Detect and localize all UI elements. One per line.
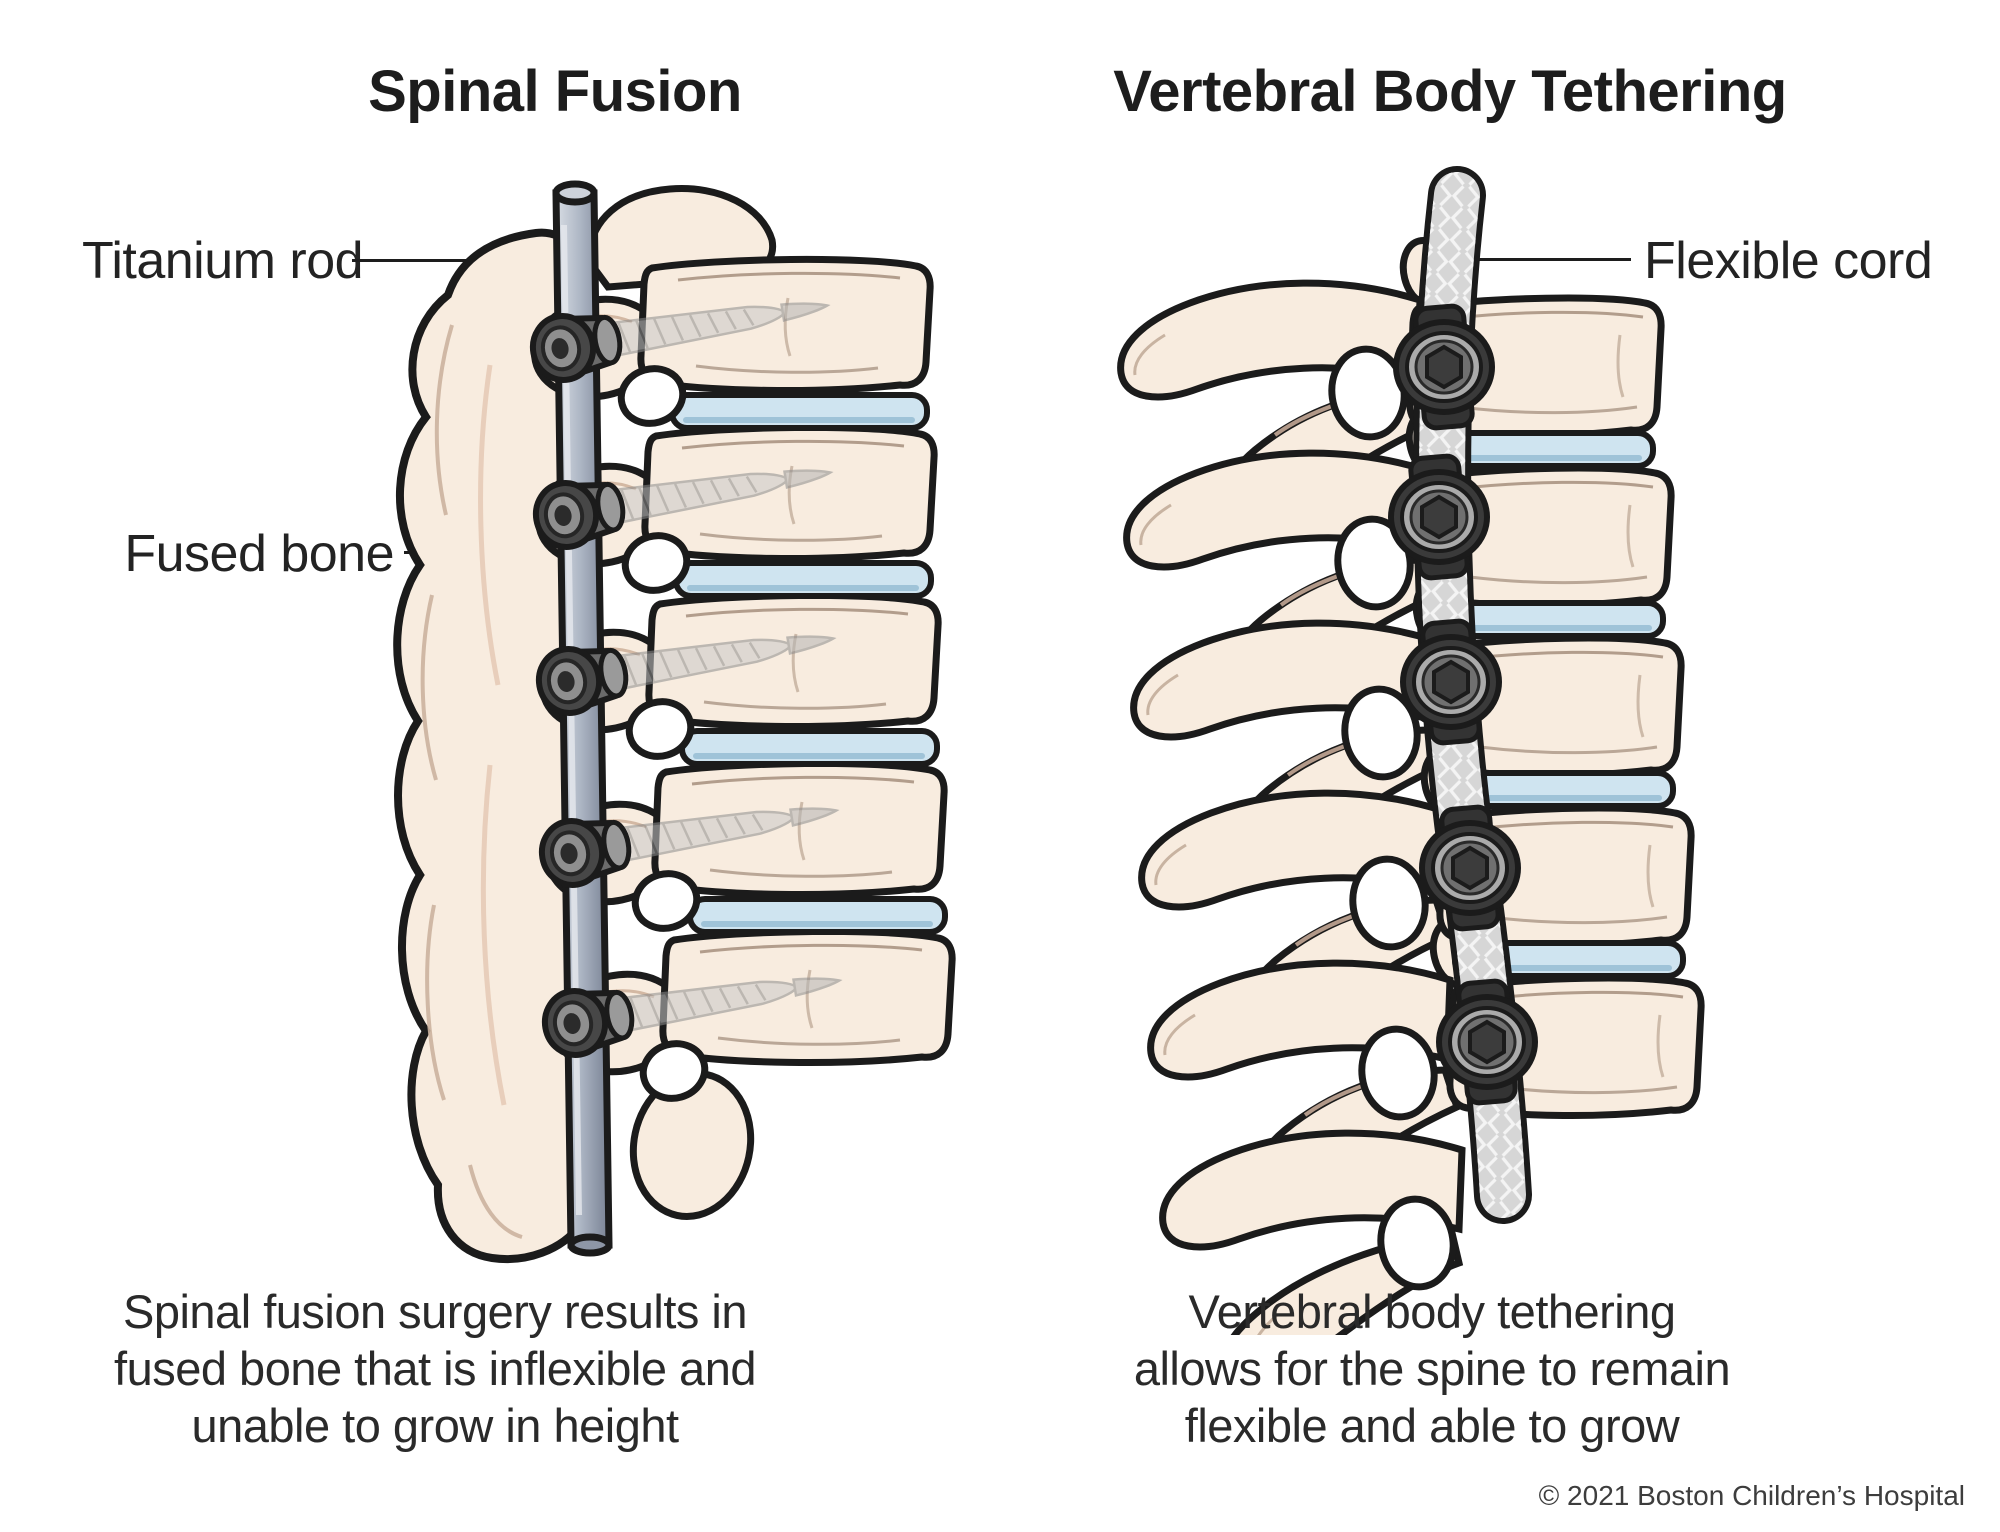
- fused-bone-label: Fused bone: [124, 525, 394, 583]
- titanium-rod-leader-line: [352, 259, 562, 262]
- copyright-notice: © 2021 Boston Children’s Hospital: [1538, 1480, 1965, 1511]
- caption-line: Spinal fusion surgery results in: [122, 1285, 748, 1338]
- left-panel-caption: Spinal fusion surgery results in fused b…: [55, 1283, 815, 1454]
- flexible-cord-leader-line: [1477, 258, 1631, 261]
- titanium-rod-label: Titanium rod: [82, 232, 364, 290]
- caption-line: Vertebral body tethering: [1188, 1285, 1676, 1338]
- left-panel-title: Spinal Fusion: [368, 59, 742, 124]
- caption-line: allows for the spine to remain: [1133, 1342, 1731, 1395]
- spinal-fusion-illustration: [393, 180, 970, 1263]
- vertebral-body-tethering-illustration: [1075, 166, 1725, 1335]
- caption-line: flexible and able to grow: [1184, 1399, 1680, 1452]
- bottom-vertebra: [1159, 1129, 1466, 1335]
- flexible-cord-label: Flexible cord: [1644, 232, 1933, 290]
- caption-line: fused bone that is inflexible and: [114, 1342, 756, 1395]
- right-panel-title: Vertebral Body Tethering: [1113, 59, 1787, 124]
- right-panel-caption: Vertebral body tethering allows for the …: [1052, 1283, 1812, 1454]
- caption-line: unable to grow in height: [191, 1399, 679, 1452]
